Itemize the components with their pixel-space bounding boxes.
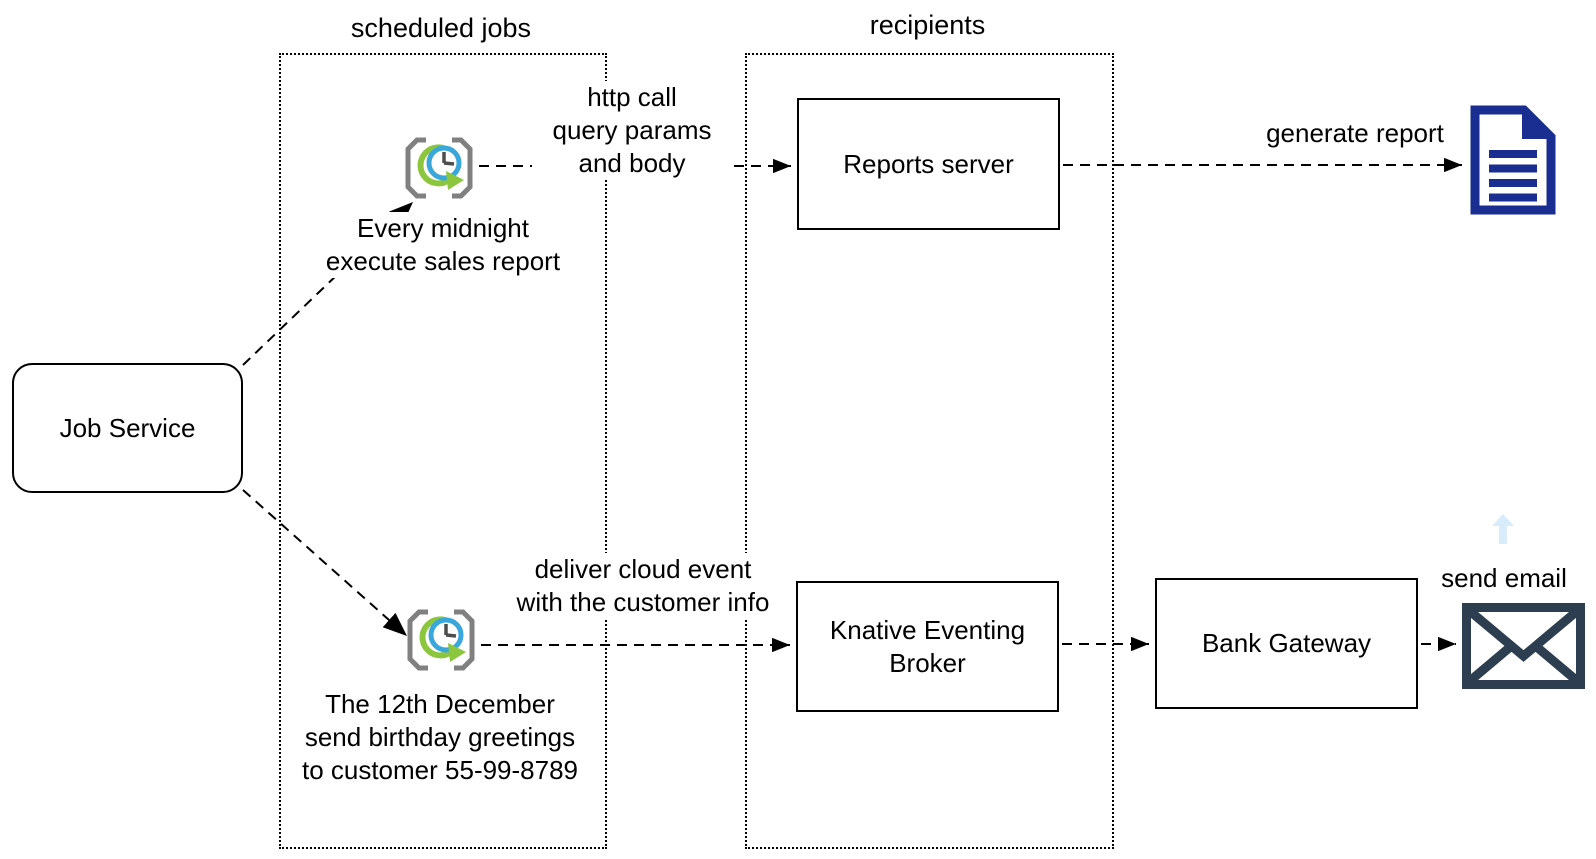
edge-label-http-call: http call query params and body [532,81,732,180]
container-recipients [745,53,1114,849]
node-bank-gateway: Bank Gateway [1155,578,1418,709]
annotation-midnight-job: Every midnight execute sales report [303,212,583,278]
node-reports-server: Reports server [797,98,1060,230]
edge-jobservice-to-birthday-cron [242,489,408,637]
document-report-icon [1470,105,1556,215]
cron-schedule-icon [405,137,473,199]
container-scheduled-jobs [279,53,607,849]
recipients-label: recipients [869,10,986,40]
cron-schedule-icon [407,609,475,671]
edge-label-cloud-event: deliver cloud event with the customer in… [493,553,793,619]
pale-up-arrow-icon [1492,514,1514,544]
annotation-birthday-job: The 12th December send birthday greeting… [285,688,595,787]
edge-label-send-email: send email [1441,563,1567,593]
edge-label-generate-report: generate report [1266,118,1444,148]
node-job-service: Job Service [12,363,243,493]
scheduled-jobs-label: scheduled jobs [350,13,532,43]
envelope-icon [1462,603,1585,689]
node-knative-eventing-broker: Knative Eventing Broker [796,581,1059,712]
